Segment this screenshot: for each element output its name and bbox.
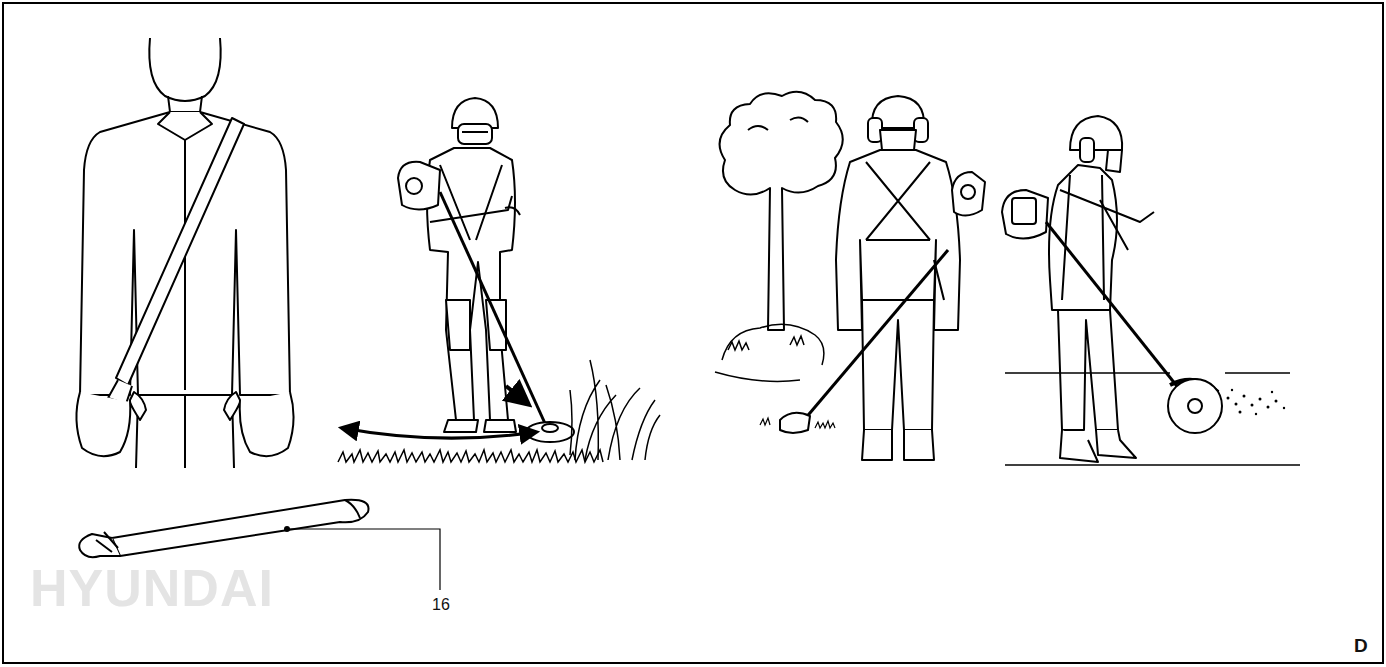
leader-line bbox=[287, 529, 440, 590]
frame bbox=[3, 3, 1383, 663]
grass bbox=[338, 360, 660, 462]
operator-cutting bbox=[398, 98, 574, 442]
bush bbox=[715, 324, 824, 381]
ground bbox=[1005, 373, 1300, 465]
direction-arrow bbox=[506, 386, 528, 404]
operator-back bbox=[780, 96, 985, 460]
operator-side bbox=[1002, 116, 1222, 462]
callout-number: 16 bbox=[432, 597, 450, 613]
watermark: HYUNDAI bbox=[30, 562, 274, 614]
tree bbox=[720, 92, 843, 330]
cut-grass bbox=[760, 418, 835, 428]
figure-letter: D bbox=[1354, 636, 1368, 655]
swing-arrow bbox=[342, 428, 536, 438]
strap-wearer bbox=[76, 38, 293, 468]
dust bbox=[1227, 389, 1286, 415]
